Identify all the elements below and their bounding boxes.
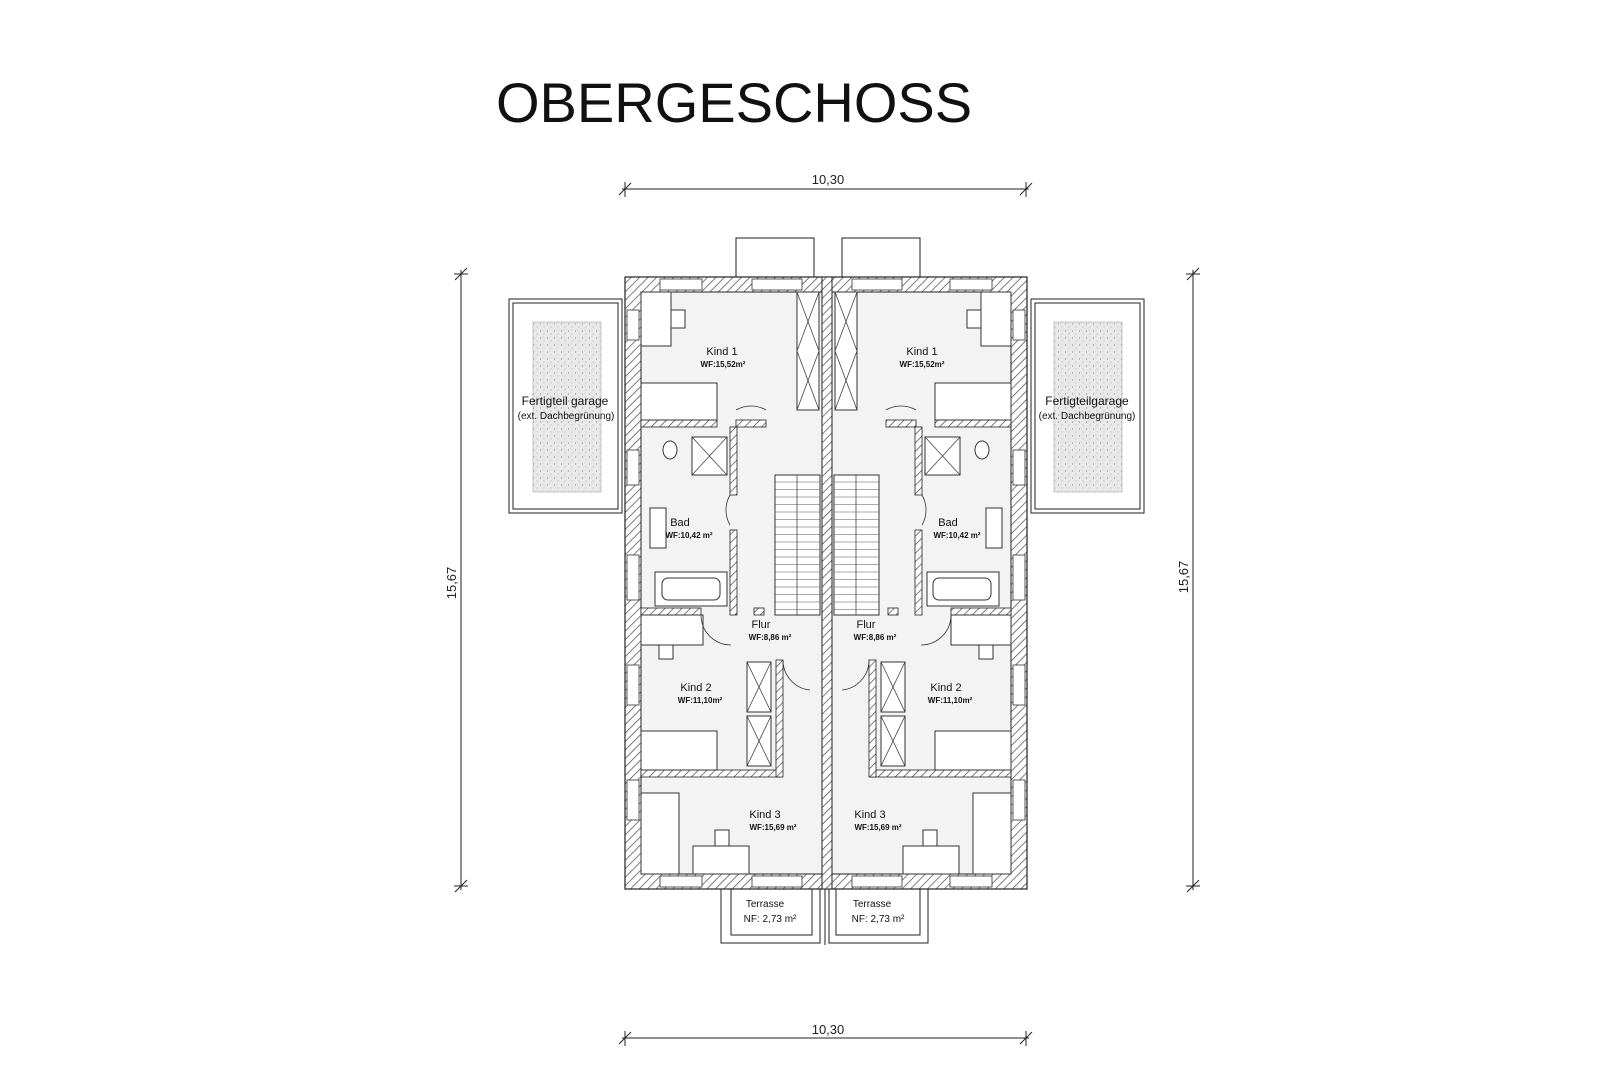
room-flur-right-name: Flur — [857, 619, 876, 631]
room-kind3-right-area: WF:15,69 m² — [854, 823, 901, 832]
room-kind2-right-area: WF:11,10m² — [928, 696, 973, 705]
dimension-top: 10,30 — [618, 172, 1033, 197]
garage-left-note: (ext. Dachbegrünung) — [518, 411, 615, 422]
dimension-height-right: 15,67 — [1176, 561, 1191, 594]
dimension-left: 15,67 — [444, 267, 468, 893]
room-flur-left-area: WF:8,86 m² — [749, 633, 792, 642]
rooms-left: Kind 1 WF:15,52m² Bad WF:10,42 m² Flur W… — [665, 346, 796, 832]
room-kind1-left-name: Kind 1 — [706, 346, 737, 358]
room-kind3-right-name: Kind 3 — [854, 809, 885, 821]
terrace-left-area: NF: 2,73 m² — [744, 914, 797, 925]
room-kind2-left-name: Kind 2 — [680, 682, 711, 694]
garage-left: Fertigteil garage (ext. Dachbegrünung) — [508, 298, 623, 514]
room-kind2-left-area: WF:11,10m² — [678, 696, 723, 705]
interior-walls — [640, 419, 1012, 778]
roof-window-left — [735, 237, 815, 279]
dimension-height-left: 15,67 — [444, 567, 459, 600]
room-bad-right-name: Bad — [938, 517, 958, 529]
room-kind2-right-name: Kind 2 — [930, 682, 961, 694]
garage-right-note: (ext. Dachbegrünung) — [1039, 411, 1136, 422]
garage-right: Fertigteilgarage (ext. Dachbegrünung) — [1030, 298, 1145, 514]
room-bad-left-name: Bad — [670, 517, 690, 529]
room-bad-left-area: WF:10,42 m² — [665, 531, 712, 540]
dimension-width-bottom: 10,30 — [812, 1022, 845, 1037]
terrace-left: Terrasse NF: 2,73 m² — [720, 888, 821, 944]
room-kind3-left-area: WF:15,69 m² — [749, 823, 796, 832]
roof-window-right — [841, 237, 921, 279]
rooms-right: Kind 1 WF:15,52m² Bad WF:10,42 m² Flur W… — [854, 346, 981, 832]
terrace-right: Terrasse NF: 2,73 m² — [828, 888, 929, 944]
room-kind1-right-name: Kind 1 — [906, 346, 937, 358]
room-bad-right-area: WF:10,42 m² — [933, 531, 980, 540]
dimension-width-top: 10,30 — [812, 172, 845, 187]
shafts — [746, 291, 906, 767]
staircase-left — [774, 474, 821, 616]
furniture — [640, 291, 1012, 875]
room-kind1-left-area: WF:15,52m² — [701, 360, 746, 369]
plan-title: OBERGESCHOSS — [496, 71, 972, 134]
terrace-left-name: Terrasse — [746, 899, 785, 910]
windows — [626, 278, 1026, 888]
terrace-right-name: Terrasse — [853, 899, 892, 910]
room-kind1-right-area: WF:15,52m² — [900, 360, 945, 369]
garage-right-name: Fertigteilgarage — [1045, 394, 1129, 408]
dimension-bottom: 10,30 — [618, 1022, 1033, 1046]
terrace-right-area: NF: 2,73 m² — [852, 914, 905, 925]
room-flur-right-area: WF:8,86 m² — [854, 633, 897, 642]
room-flur-left-name: Flur — [752, 619, 771, 631]
room-kind3-left-name: Kind 3 — [749, 809, 780, 821]
staircase-right — [833, 474, 880, 616]
doors — [700, 405, 952, 691]
garage-left-name: Fertigteil garage — [522, 394, 609, 408]
dimension-right: 15,67 — [1176, 267, 1200, 893]
